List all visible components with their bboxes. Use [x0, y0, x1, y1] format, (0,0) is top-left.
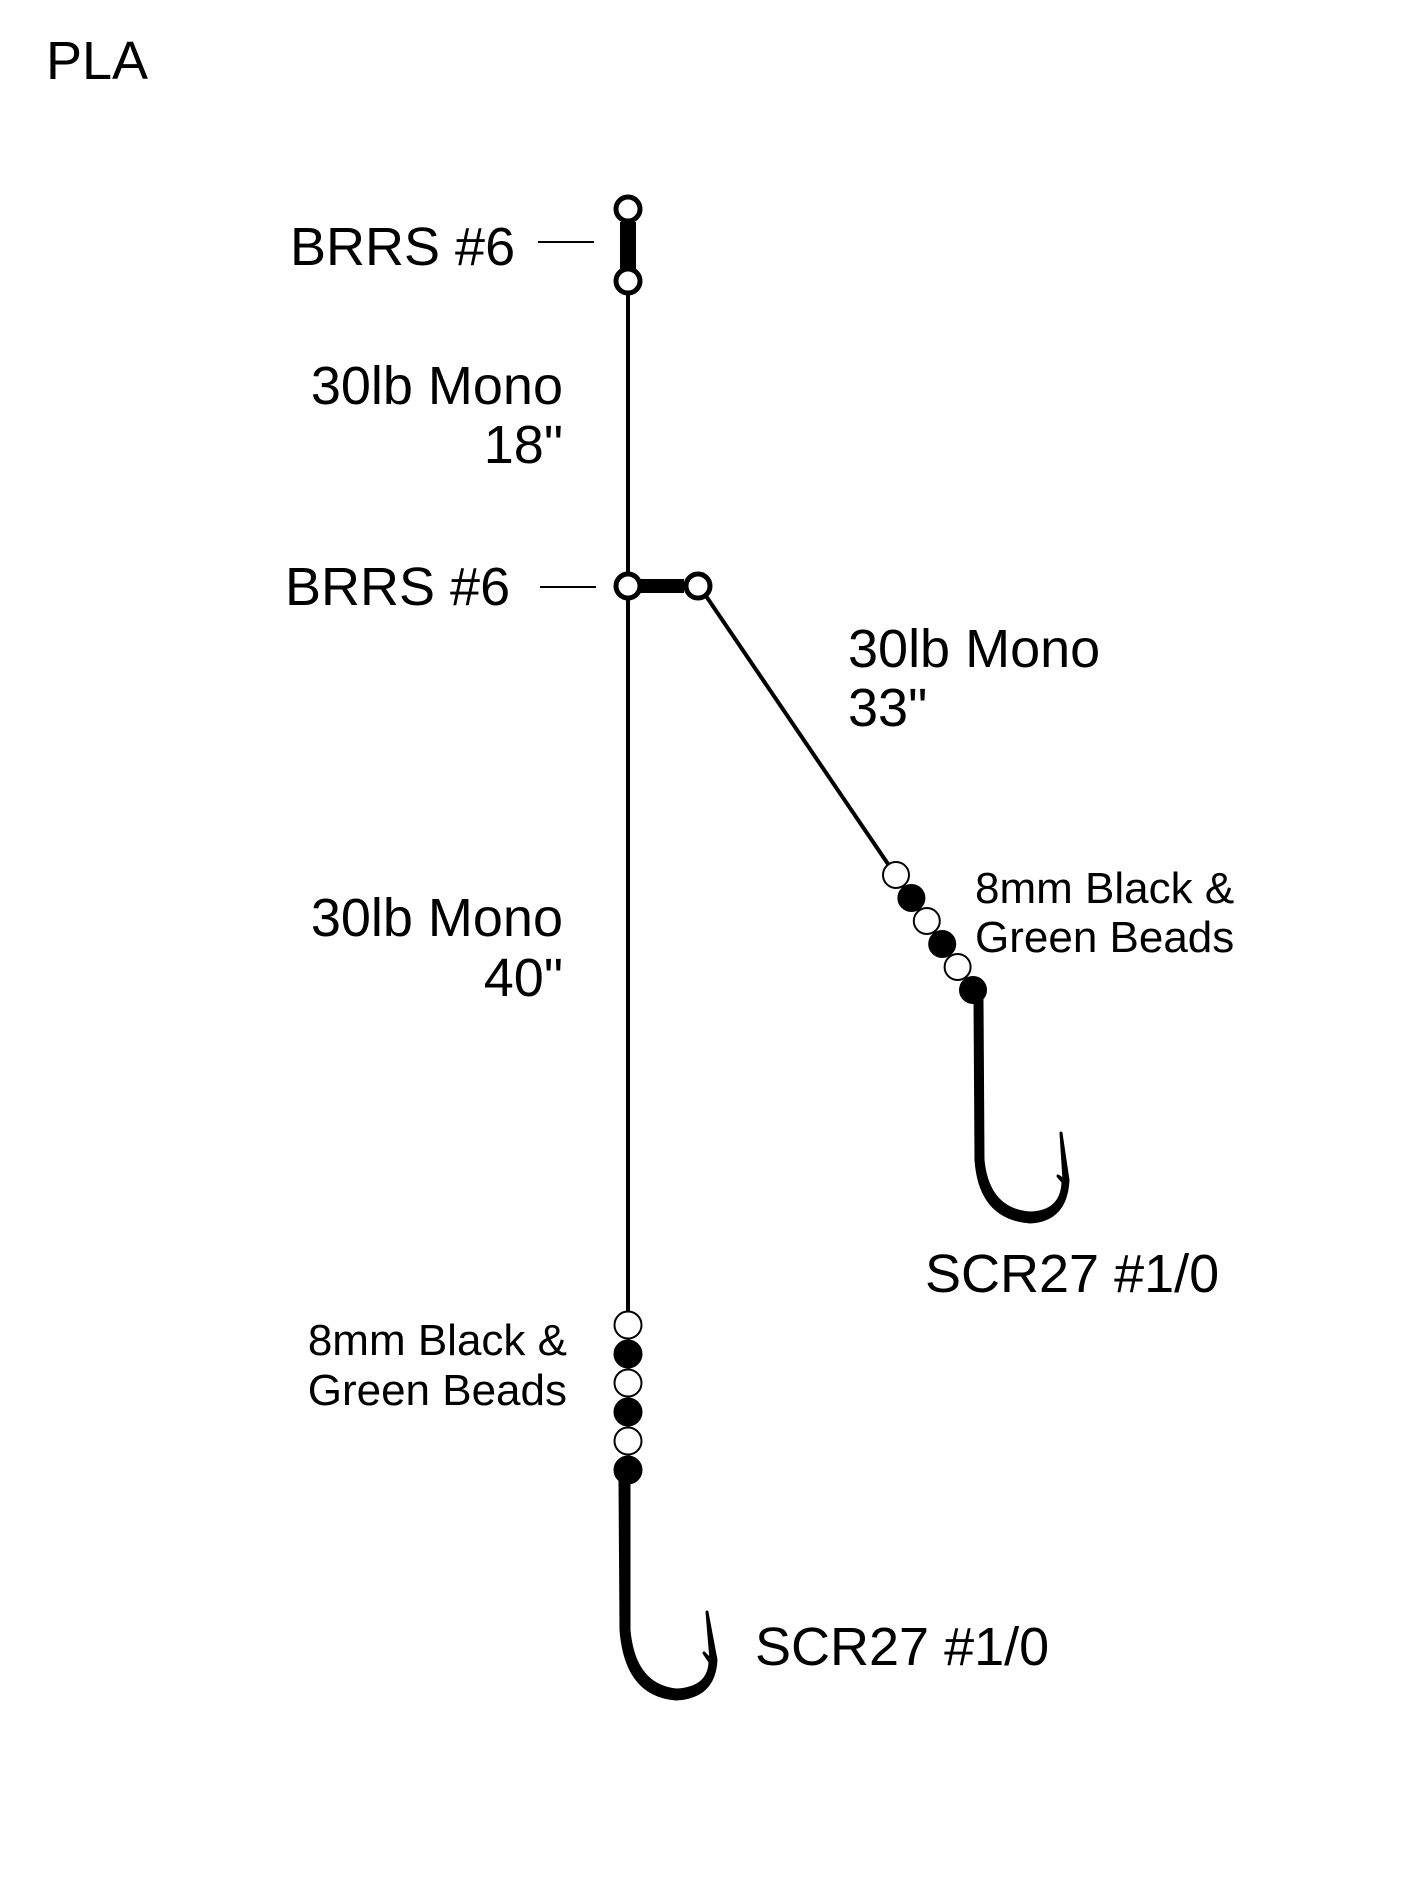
- swivel-ring-bottom: [613, 266, 643, 296]
- barrel-swivel-icon: [620, 222, 636, 269]
- bead-light: [882, 861, 910, 889]
- bead-dark: [959, 976, 987, 1004]
- main-beads-label-line2: Green Beads: [308, 1366, 567, 1415]
- dropper-line-length: 33": [848, 678, 927, 738]
- bead-light: [912, 907, 941, 935]
- swivel-ring-right: [683, 571, 713, 601]
- bead-dark: [928, 930, 957, 958]
- dropper-line-spec: 30lb Mono: [848, 619, 1100, 679]
- main-hook-shape: [618, 1480, 718, 1701]
- main-beads: [613, 1310, 643, 1485]
- main-line-upper-length: 18": [484, 415, 563, 475]
- dropper-beads-label-line1: 8mm Black &: [975, 864, 1234, 913]
- main-line-lower-length: 40": [484, 948, 563, 1008]
- fish-hook-icon: [973, 998, 1070, 1224]
- top-swivel: [538, 194, 643, 296]
- barrel-swivel-icon: [638, 579, 684, 593]
- swivel-ring-left: [613, 571, 643, 601]
- bead-light: [613, 1310, 643, 1340]
- main-beads-label-line1: 8mm Black &: [308, 1316, 567, 1365]
- dropper-swivel: [540, 571, 713, 601]
- main-hook-label: SCR27 #1/0: [755, 1617, 1049, 1677]
- swivel-ring-top: [613, 194, 643, 224]
- fish-hook-icon: [618, 1480, 718, 1701]
- main-line-lower-spec: 30lb Mono: [311, 888, 563, 948]
- dropper-swivel-label: BRRS #6: [285, 557, 510, 617]
- bead-dark: [613, 1397, 643, 1427]
- bead-dark: [613, 1455, 643, 1485]
- dropper-beads-label-line2: Green Beads: [975, 913, 1234, 962]
- diagram-title: PLA: [46, 31, 148, 91]
- dropper-beads: [882, 861, 987, 1004]
- bead-light: [943, 953, 972, 981]
- bead-dark: [613, 1339, 643, 1369]
- dropper-hook-label: SCR27 #1/0: [925, 1244, 1219, 1304]
- dropper-hook-shape: [973, 998, 1070, 1224]
- top-swivel-label: BRRS #6: [290, 217, 515, 277]
- main-line-upper-spec: 30lb Mono: [311, 356, 563, 416]
- dropper-line: [704, 594, 890, 866]
- bead-dark: [897, 884, 926, 912]
- bead-light: [613, 1426, 643, 1456]
- bead-light: [613, 1368, 643, 1398]
